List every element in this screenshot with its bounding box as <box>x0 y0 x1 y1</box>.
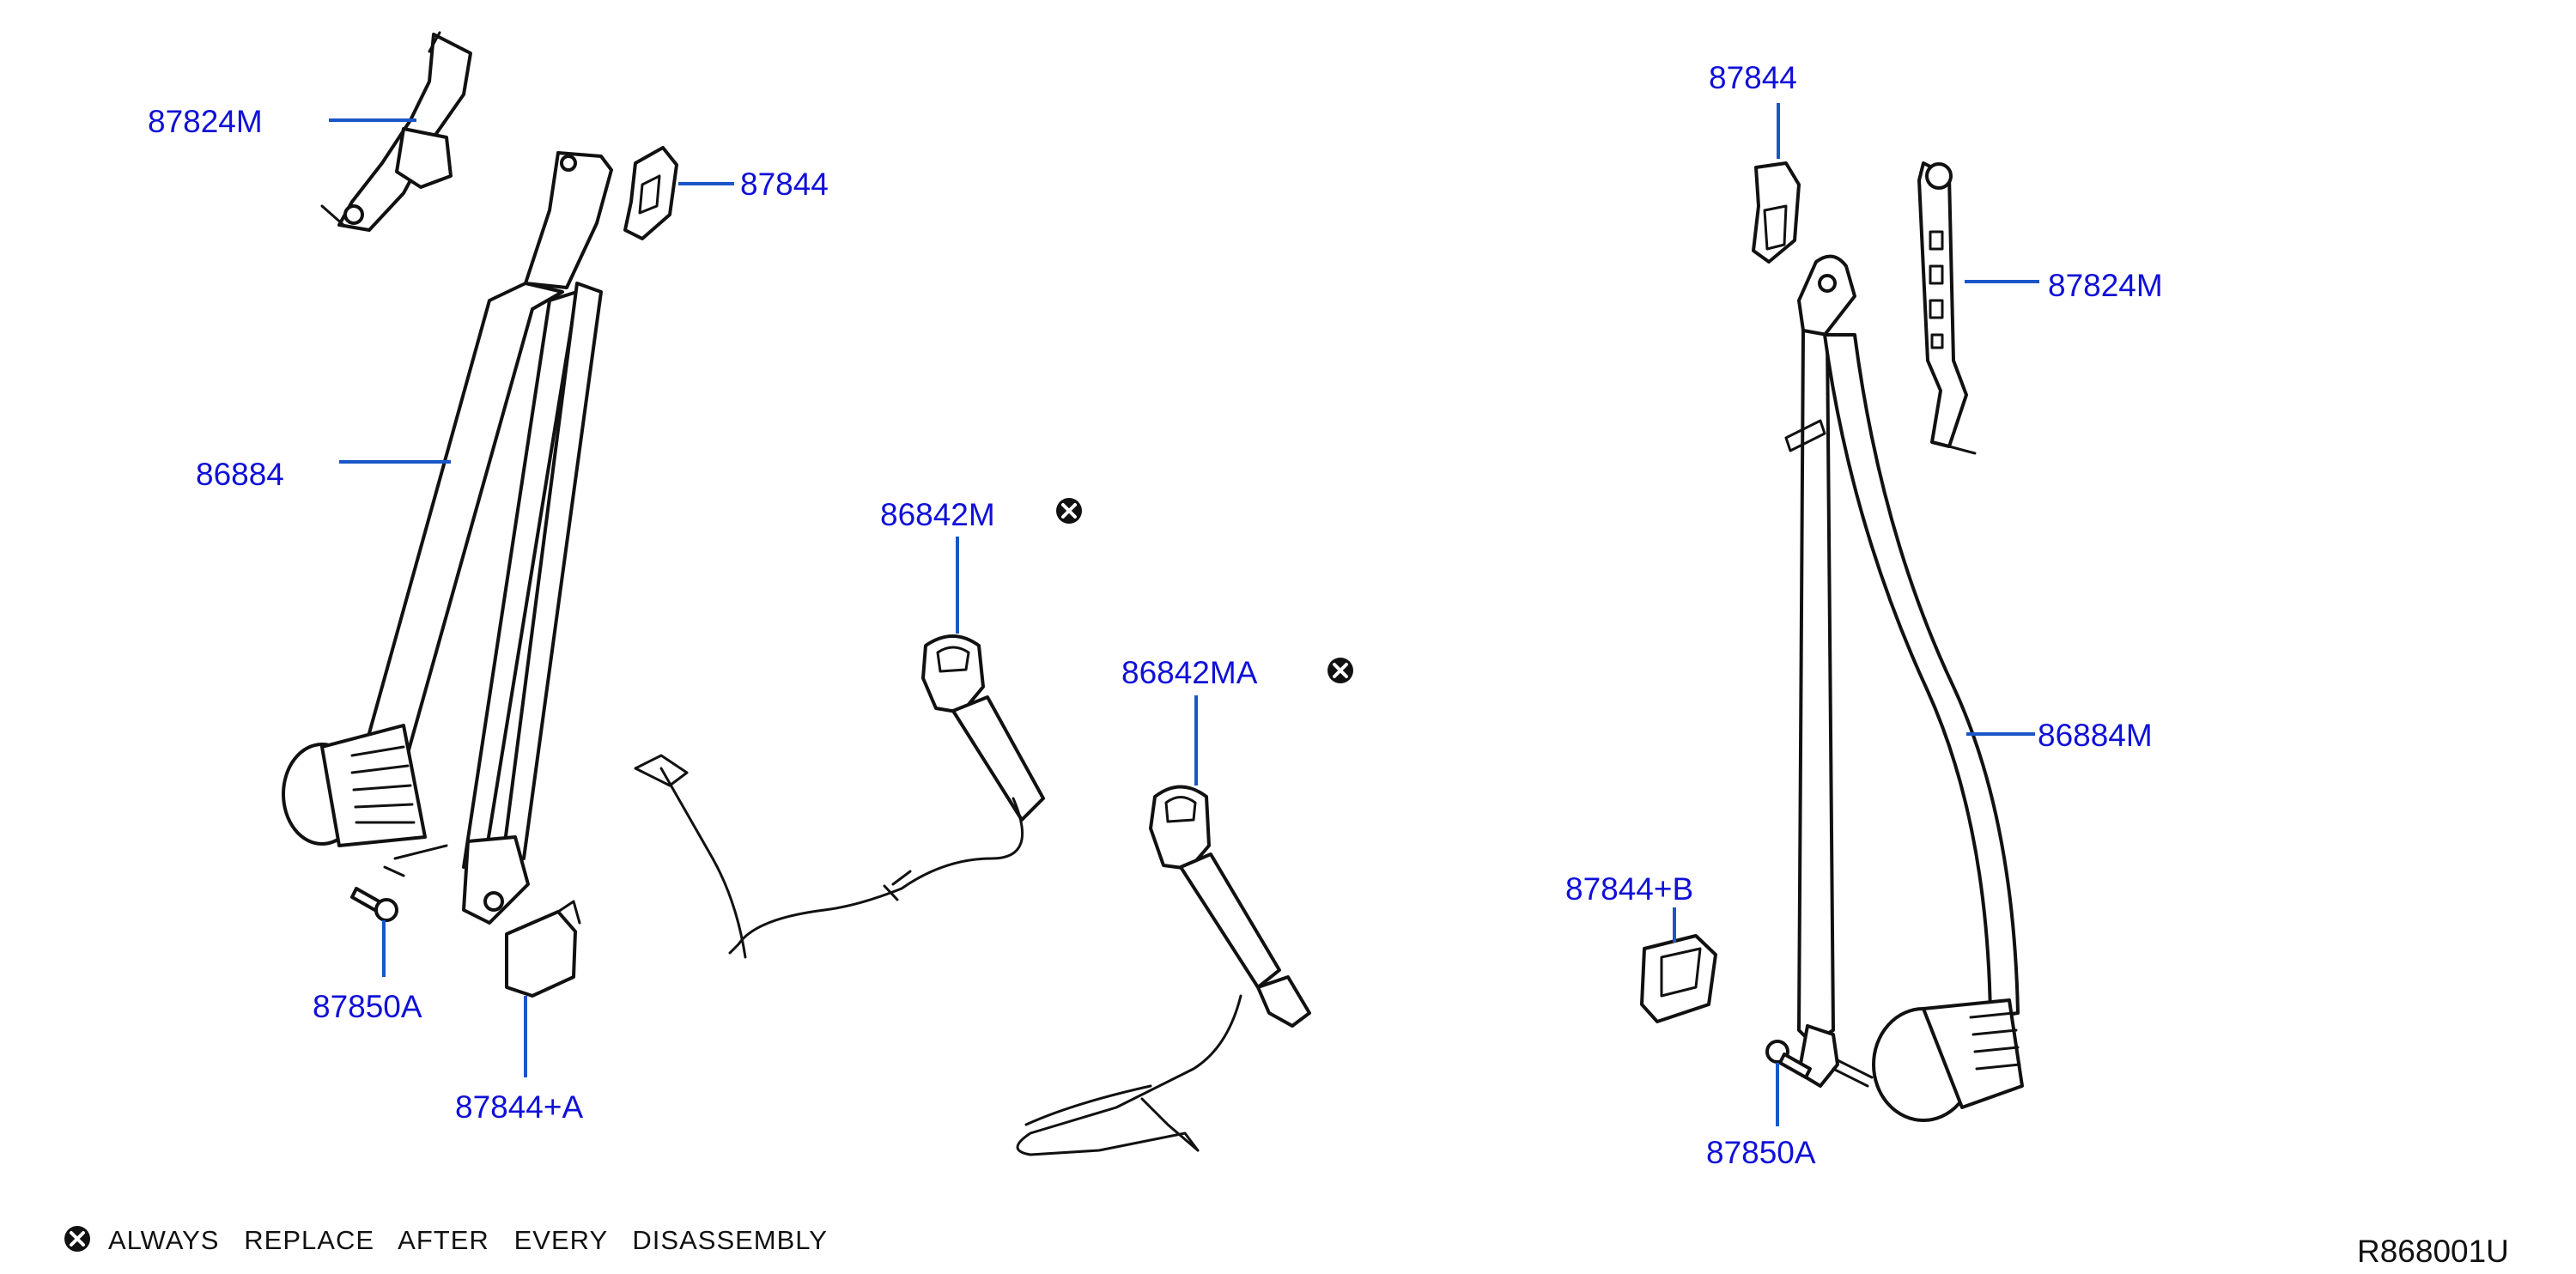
cover-right-top-drawing <box>1752 161 1801 264</box>
label-86842MA: 86842MA <box>1121 655 1258 690</box>
label-87824M-left: 87824M <box>148 104 263 139</box>
label-87844-left: 87844 <box>740 167 829 202</box>
label-87850A-right: 87850A <box>1706 1135 1816 1170</box>
bolt-left-drawing <box>350 887 398 922</box>
seat-belt-assembly-right-drawing <box>1784 254 2024 1122</box>
cover-left-top-drawing <box>623 146 678 240</box>
replacement-note: ALWAYS REPLACE AFTER EVERY DISASSEMBLY <box>108 1225 828 1255</box>
circled-x-icon <box>1056 498 1082 524</box>
label-87844B: 87844+B <box>1565 871 1693 907</box>
anchor-rail-right-drawing <box>1917 161 1977 455</box>
leader-lines <box>329 103 2039 1126</box>
seat-belt-assembly-left-drawing <box>282 151 613 925</box>
label-86884M: 86884M <box>2038 718 2153 753</box>
buckle-86842M-drawing <box>634 634 1045 959</box>
anchor-bracket-left-drawing <box>320 31 472 232</box>
label-87824M-right: 87824M <box>2048 268 2163 303</box>
cover-right-bottom-drawing <box>1640 934 1717 1023</box>
note-circled-x-icon <box>64 1226 90 1252</box>
figure-code: R868001U <box>2357 1234 2509 1269</box>
label-87850A-left: 87850A <box>313 989 422 1024</box>
buckle-86842MA-drawing <box>1016 785 1311 1156</box>
cover-left-bottom-drawing <box>505 900 581 998</box>
label-87844-right: 87844 <box>1709 60 1797 95</box>
bolt-right-drawing <box>1765 1040 1812 1079</box>
label-86884: 86884 <box>196 457 284 492</box>
circled-x-icon <box>1327 658 1353 683</box>
label-86842M: 86842M <box>880 497 995 532</box>
label-87844A: 87844+A <box>455 1089 583 1125</box>
